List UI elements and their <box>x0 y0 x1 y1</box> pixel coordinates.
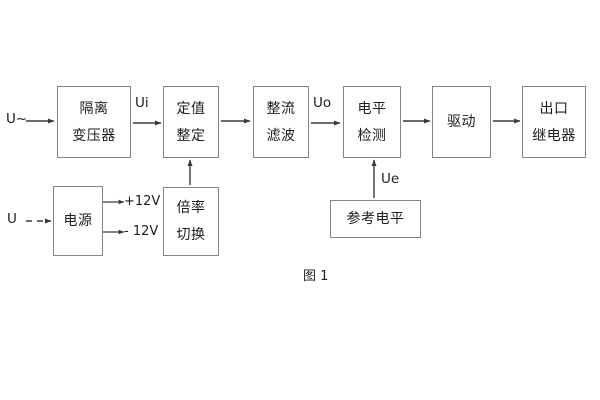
block-line-2: 继电器 <box>532 127 576 144</box>
block-line-2: 检测 <box>357 127 387 144</box>
block-line-1: 隔离 <box>79 100 109 117</box>
label-ue: Ue <box>381 171 400 187</box>
block-line-1: 出口 <box>539 100 569 117</box>
block-line-1: 定值 <box>176 100 206 117</box>
block-multiplier-switch[interactable]: 倍率 切换 <box>163 187 219 256</box>
block-line-2: 整定 <box>176 127 206 144</box>
block-setpoint-adjust[interactable]: 定值 整定 <box>163 86 219 158</box>
label-rail-positive: +12V <box>124 194 161 209</box>
label-ui: Ui <box>135 95 149 111</box>
block-line-1: 参考电平 <box>346 211 405 227</box>
figure-caption: 图 1 <box>303 269 329 284</box>
block-line-1: 电平 <box>357 100 387 117</box>
block-output-relay[interactable]: 出口 继电器 <box>522 86 586 158</box>
label-input-dc: U <box>7 211 17 227</box>
block-line-1: 电源 <box>63 213 93 229</box>
block-power-supply[interactable]: 电源 <box>53 186 103 256</box>
block-line-1: 整流 <box>266 100 296 117</box>
block-line-2: 切换 <box>176 227 206 243</box>
label-input-ac: U~ <box>6 111 28 127</box>
block-reference-level[interactable]: 参考电平 <box>330 200 421 238</box>
block-level-detection[interactable]: 电平 检测 <box>343 86 401 158</box>
block-line-1: 倍率 <box>176 200 206 216</box>
block-line-2: 滤波 <box>266 127 296 144</box>
block-isolation-transformer[interactable]: 隔离 变压器 <box>57 86 131 158</box>
block-line-2: 变压器 <box>72 127 116 144</box>
label-rail-negative: - 12V <box>124 224 159 239</box>
block-drive[interactable]: 驱动 <box>432 86 491 158</box>
label-uo: Uo <box>313 95 332 111</box>
block-rectifier-filter[interactable]: 整流 滤波 <box>253 86 309 158</box>
block-line-1: 驱动 <box>447 114 476 130</box>
